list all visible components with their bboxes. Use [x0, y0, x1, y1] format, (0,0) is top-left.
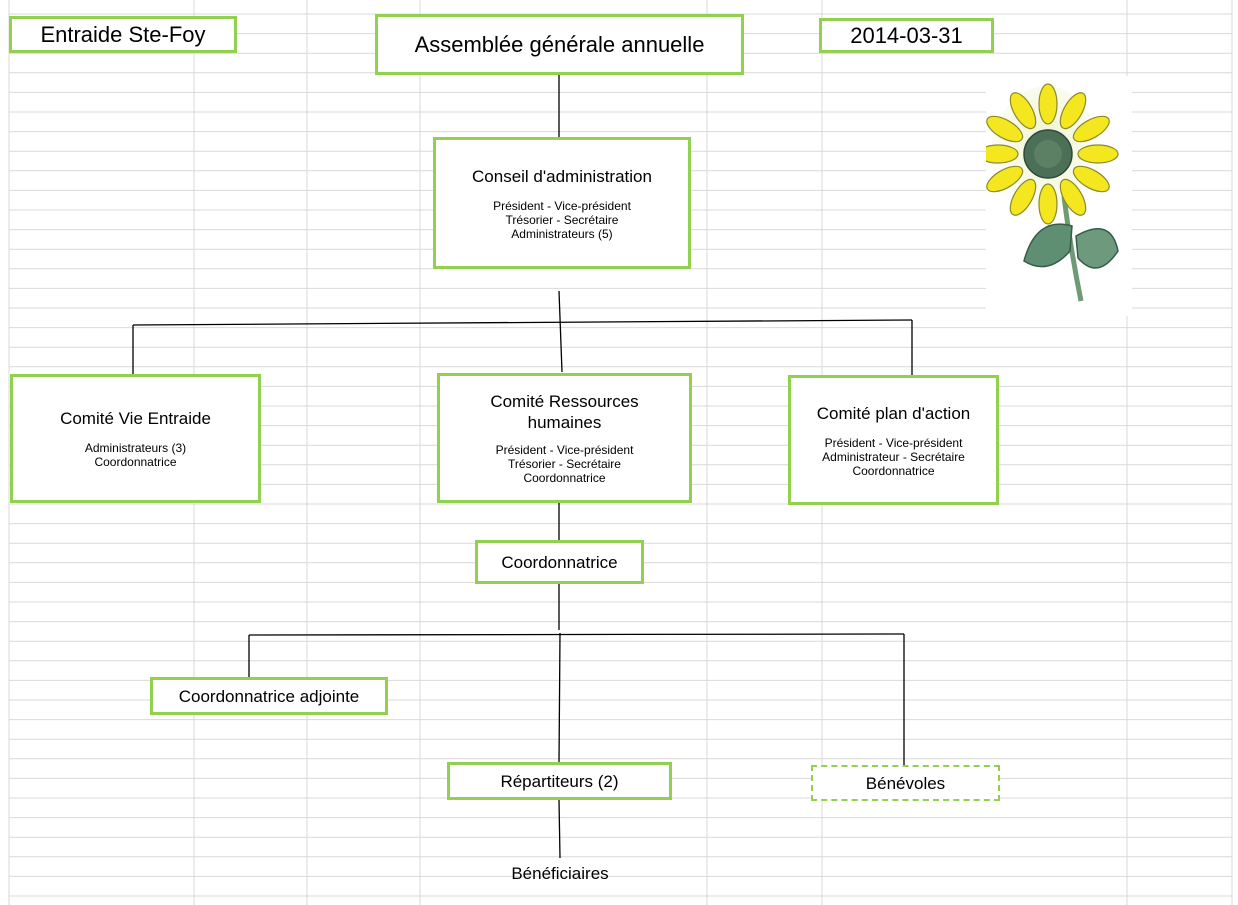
connector-to-beneficiaries	[558, 799, 561, 859]
committee-action-member-line: Coordonnatrice	[852, 463, 935, 478]
beneficiaries-label: Bénéficiaires	[511, 864, 609, 883]
volunteers-box: Bénévoles	[811, 765, 1000, 801]
org-name-box: Entraide Ste-Foy	[9, 16, 237, 53]
assistant-coordinator-label: Coordonnatrice adjointe	[178, 686, 360, 706]
volunteers-label: Bénévoles	[865, 773, 946, 793]
board-member-line: Président - Vice-président	[493, 198, 631, 213]
board-box: Conseil d'administration Président - Vic…	[433, 137, 691, 269]
sunflower-illustration	[986, 76, 1132, 316]
assistant-coordinator-box: Coordonnatrice adjointe	[150, 677, 388, 715]
connector-committee-bus	[132, 319, 913, 326]
committee-hr-members: Président - Vice-président Trésorier - S…	[496, 443, 634, 485]
date-box: 2014-03-31	[819, 18, 994, 53]
committee-action-members: Président - Vice-président Administrateu…	[822, 436, 965, 478]
committee-hr-member-line: Trésorier - Secrétaire	[508, 457, 621, 471]
board-title: Conseil d'administration	[472, 166, 652, 186]
committee-hr-box: Comité Ressources humaines Président - V…	[437, 373, 692, 503]
coordinator-label: Coordonnatrice	[501, 552, 618, 572]
committee-hr-member-line: Coordonnatrice	[523, 471, 606, 485]
committee-life-member-line: Coordonnatrice	[94, 455, 177, 469]
committee-life-members: Administrateurs (3) Coordonnatrice	[85, 441, 186, 469]
committee-life-member-line: Administrateurs (3)	[84, 441, 187, 455]
committee-hr-title: Comité Ressources humaines	[490, 392, 639, 432]
board-member-line: Administrateurs (5)	[511, 226, 613, 241]
committee-action-member-line: Administrateur - Secrétaire	[822, 449, 965, 464]
committee-life-box: Comité Vie Entraide Administrateurs (3) …	[10, 374, 261, 503]
meeting-date: 2014-03-31	[850, 22, 963, 48]
committee-action-member-line: Président - Vice-président	[824, 435, 963, 450]
committee-action-box: Comité plan d'action Président - Vice-pr…	[788, 375, 999, 505]
org-name: Entraide Ste-Foy	[40, 21, 206, 47]
coordinator-box: Coordonnatrice	[475, 540, 644, 584]
committee-action-title: Comité plan d'action	[816, 403, 971, 423]
board-members: Président - Vice-président Trésorier - S…	[493, 199, 631, 241]
committee-life-title: Comité Vie Entraide	[60, 409, 211, 428]
connector-to-dispatchers	[558, 632, 561, 764]
dispatchers-label: Répartiteurs (2)	[500, 771, 619, 791]
committee-hr-member-line: Président - Vice-président	[495, 443, 634, 457]
general-assembly-box: Assemblée générale annuelle	[375, 14, 744, 75]
connector-board-bus	[558, 290, 563, 373]
dispatchers-box: Répartiteurs (2)	[447, 762, 672, 800]
general-assembly-title: Assemblée générale annuelle	[414, 31, 705, 57]
connector-staff-bus	[248, 633, 905, 636]
board-member-line: Trésorier - Secrétaire	[505, 212, 619, 227]
